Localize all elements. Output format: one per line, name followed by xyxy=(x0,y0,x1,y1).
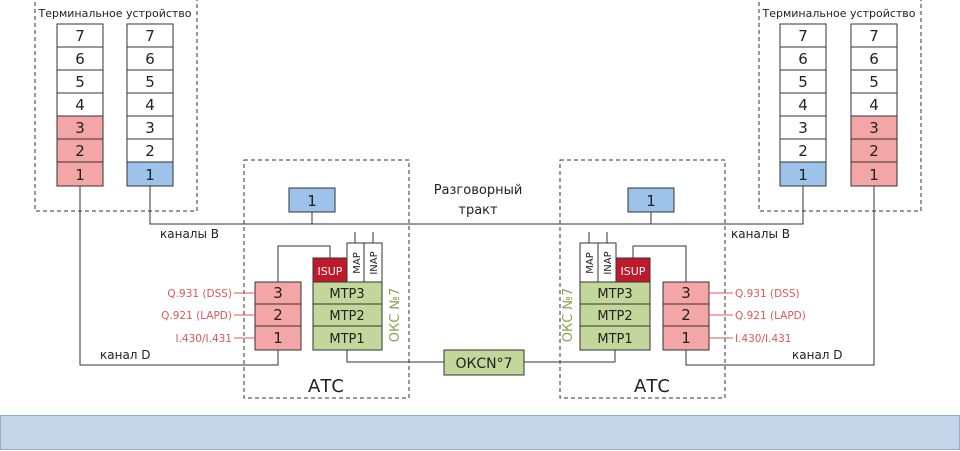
layer-4: 4 xyxy=(145,96,155,114)
switch-cell-label: 1 xyxy=(307,192,317,210)
inap-label: INAP xyxy=(603,251,614,274)
left-mtp-stack: MTP3 MTP2 MTP1 ISUP MAP INAP xyxy=(312,242,383,351)
layer-1: 1 xyxy=(798,166,808,184)
d-channel-line-right xyxy=(685,186,875,366)
layer-4: 4 xyxy=(798,96,808,114)
protocol-q931-right: Q.931 (DSS) xyxy=(735,288,800,300)
d-channel-line-left xyxy=(79,186,279,366)
mtp1: MTP1 xyxy=(329,332,364,347)
layer-5: 5 xyxy=(75,73,85,91)
channels-b-left: каналы В xyxy=(160,227,219,241)
connector-isup-dss-left xyxy=(277,245,331,282)
layer-3: 3 xyxy=(75,119,85,137)
ss7-link-label: ОКСN°7 xyxy=(455,356,512,372)
layer-5: 5 xyxy=(145,73,155,91)
connector-isup-dss-right xyxy=(632,245,687,282)
right-dss-stack: 3 2 1 xyxy=(662,281,710,351)
dss-layer-2: 2 xyxy=(273,306,283,324)
channel-d-left: канал D xyxy=(100,348,151,362)
terminal-left-label: Терминальное устройство xyxy=(37,7,191,20)
layer-1: 1 xyxy=(145,166,155,184)
layer-5: 5 xyxy=(869,73,879,91)
layer-4: 4 xyxy=(75,96,85,114)
b-channel-line xyxy=(149,186,804,225)
inap-label: INAP xyxy=(369,251,380,274)
oks7-vertical-left: ОКС №7 xyxy=(388,288,403,342)
left-terminal-stack-b: 7 6 5 4 3 2 1 xyxy=(126,23,174,187)
layer-3: 3 xyxy=(145,119,155,137)
left-terminal-stack-a: 7 6 5 4 3 2 1 xyxy=(56,23,104,187)
atc-left-box xyxy=(243,159,410,399)
dss-layer-3: 3 xyxy=(273,284,283,302)
ss7-link-left xyxy=(346,350,444,363)
layer-6: 6 xyxy=(145,50,155,68)
layer-6: 6 xyxy=(798,50,808,68)
atc-left-label: АТС xyxy=(308,376,344,397)
mtp3: MTP3 xyxy=(597,287,632,302)
talk-path-line2: тракт xyxy=(458,203,498,218)
layer-2: 2 xyxy=(798,142,808,160)
protocol-i430-right: I.430/I.431 xyxy=(735,333,792,345)
switch-cell-left: 1 xyxy=(288,187,336,213)
layer-7: 7 xyxy=(798,27,808,45)
layer-6: 6 xyxy=(75,50,85,68)
mtp2: MTP2 xyxy=(329,309,364,324)
map-label: MAP xyxy=(585,252,596,274)
switch-cell-label: 1 xyxy=(646,192,656,210)
layer-3: 3 xyxy=(869,119,879,137)
protocol-i430-left: I.430/I.431 xyxy=(176,333,233,345)
layer-7: 7 xyxy=(145,27,155,45)
atc-right-label: АТС xyxy=(634,376,670,397)
dss-layer-1: 1 xyxy=(681,329,691,347)
layer-2: 2 xyxy=(145,142,155,160)
left-dss-stack: 3 2 1 xyxy=(254,281,302,351)
map-label: MAP xyxy=(352,252,363,274)
layer-6: 6 xyxy=(869,50,879,68)
isup-box xyxy=(312,257,348,283)
channels-b-right: каналы В xyxy=(731,227,790,241)
atc-right-box xyxy=(559,159,726,399)
mtp3: MTP3 xyxy=(329,287,364,302)
bottom-bar xyxy=(0,415,960,450)
mtp2: MTP2 xyxy=(597,309,632,324)
ss7-link-right xyxy=(524,350,616,363)
dss-layer-3: 3 xyxy=(681,284,691,302)
layer-1: 1 xyxy=(869,166,879,184)
isup-label: ISUP xyxy=(318,265,343,278)
ss7-link-box xyxy=(443,349,525,376)
right-mtp-stack: MTP3 MTP2 MTP1 ISUP MAP INAP xyxy=(579,242,651,351)
switch-cell-right: 1 xyxy=(627,187,675,213)
layer-2: 2 xyxy=(869,142,879,160)
protocol-q921-right: Q.921 (LAPD) xyxy=(735,310,806,322)
mtp1: MTP1 xyxy=(597,332,632,347)
layer-4: 4 xyxy=(869,96,879,114)
right-terminal-stack-a: 7 6 5 4 3 2 1 xyxy=(850,23,898,187)
terminal-left-box xyxy=(34,0,198,212)
layer-7: 7 xyxy=(75,27,85,45)
right-terminal-stack-b: 7 6 5 4 3 2 1 xyxy=(779,23,827,187)
talk-path-line1: Разговорный xyxy=(434,183,523,198)
layer-7: 7 xyxy=(869,27,879,45)
layer-2: 2 xyxy=(75,142,85,160)
channel-d-right: канал D xyxy=(792,348,843,362)
layer-5: 5 xyxy=(798,73,808,91)
protocol-q921-left: Q.921 (LAPD) xyxy=(161,310,232,322)
protocol-q931-left: Q.931 (DSS) xyxy=(167,288,232,300)
oks7-vertical-right: ОКС №7 xyxy=(561,288,576,342)
terminal-right-label: Терминальное устройство xyxy=(761,7,915,20)
dss-layer-2: 2 xyxy=(681,306,691,324)
isup-label: ISUP xyxy=(621,265,646,278)
layer-1: 1 xyxy=(75,166,85,184)
dss-layer-1: 1 xyxy=(273,329,283,347)
terminal-right-box xyxy=(758,0,922,212)
layer-3: 3 xyxy=(798,119,808,137)
